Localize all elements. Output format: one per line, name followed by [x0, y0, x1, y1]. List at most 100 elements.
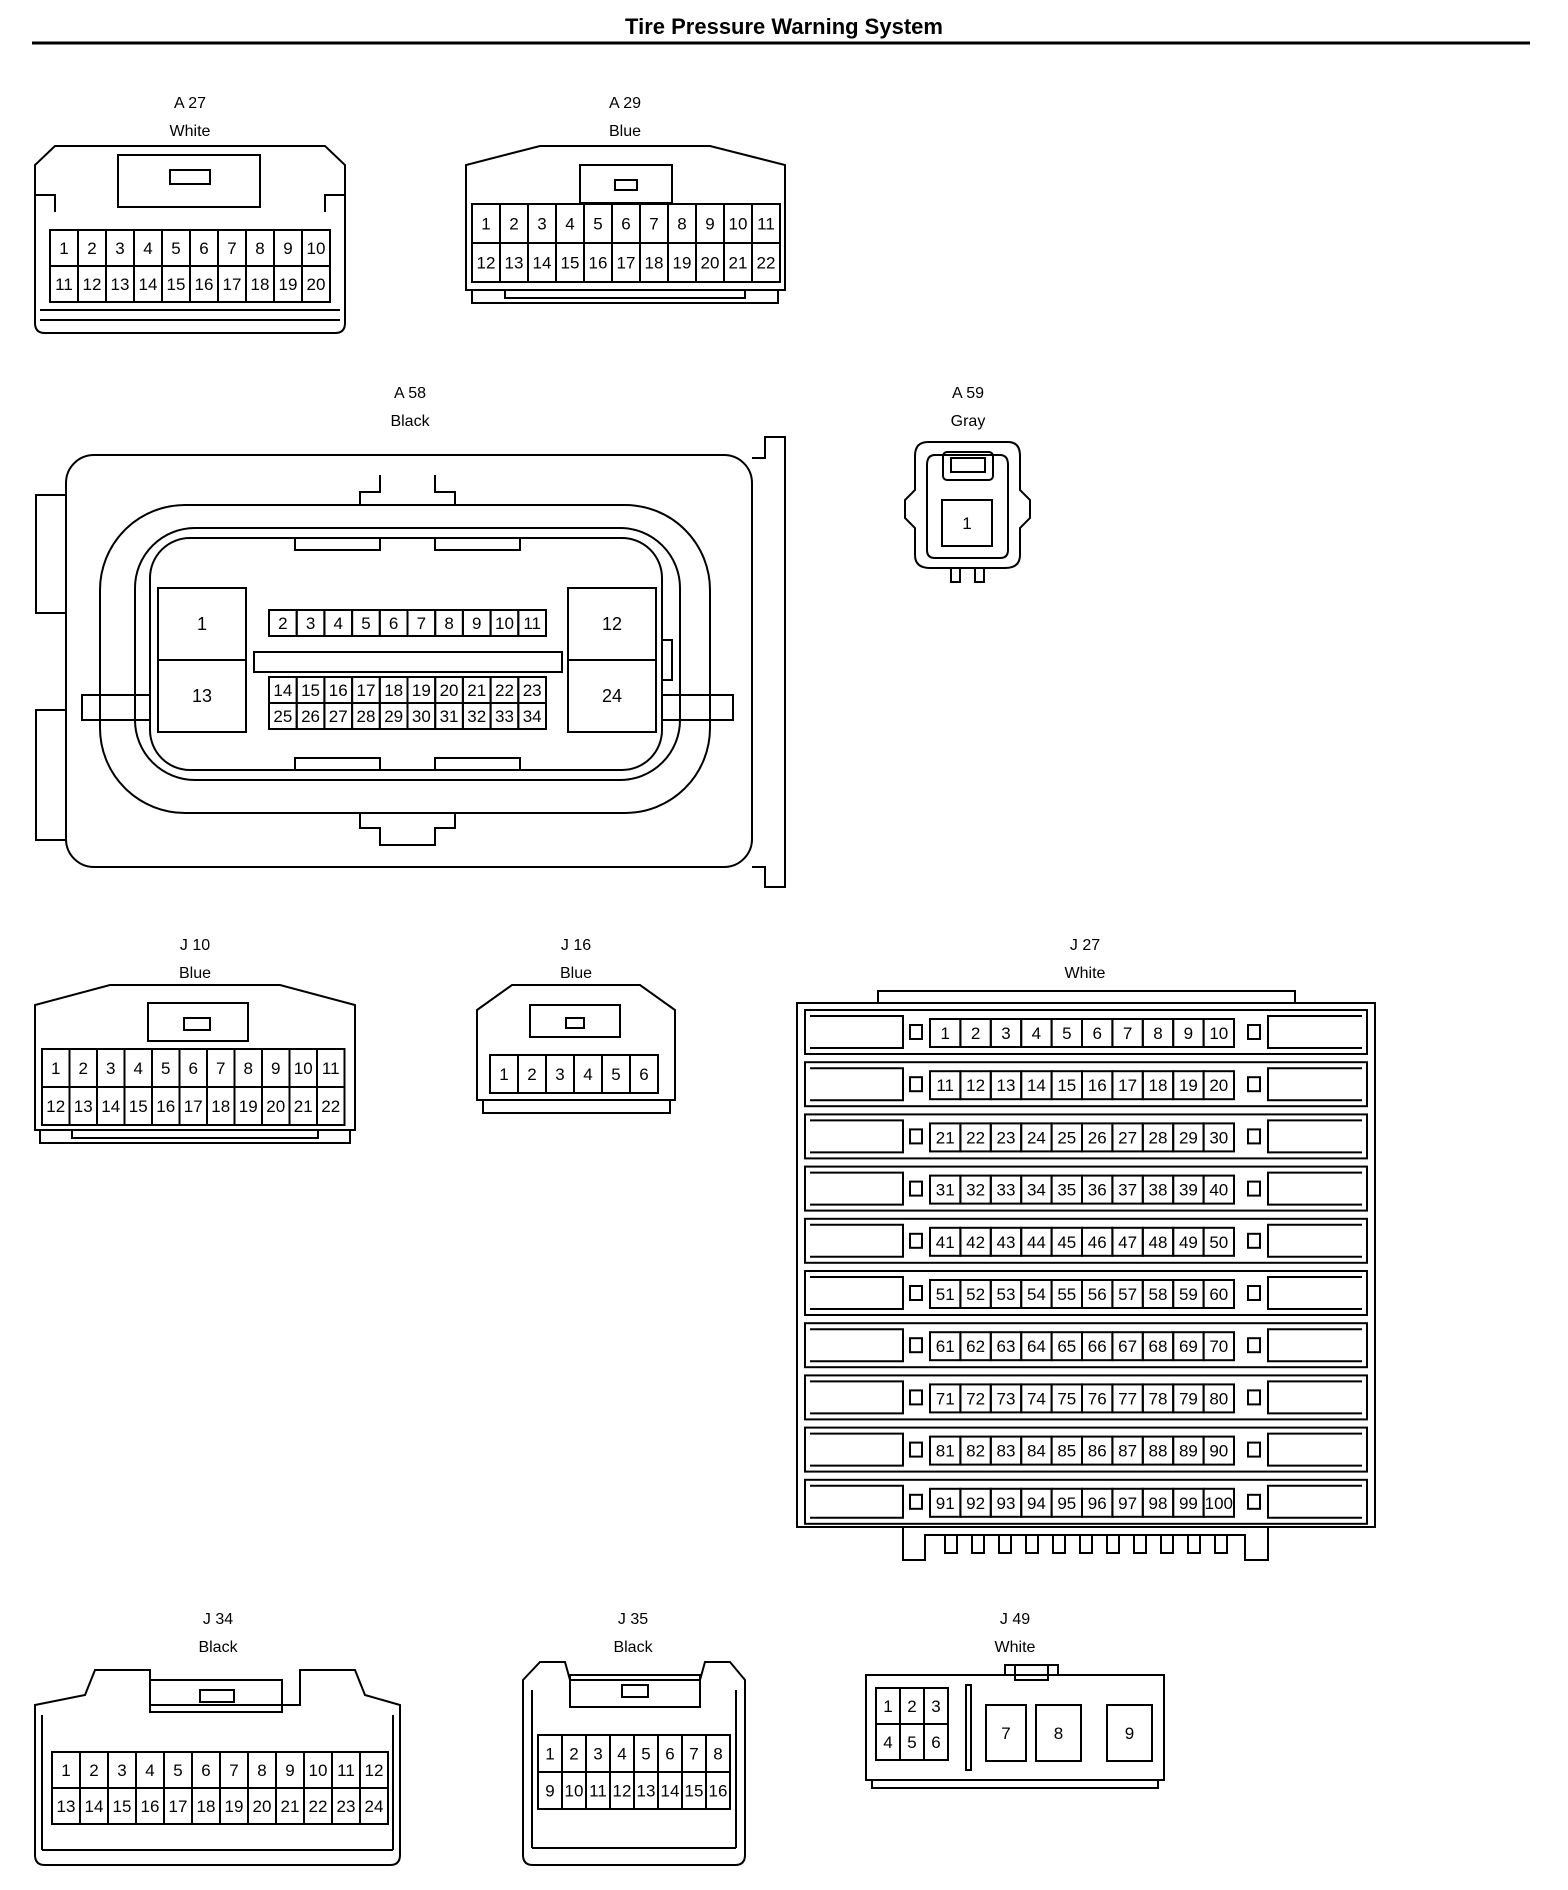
pin-cell: 8	[434, 609, 464, 637]
pin-number: 3	[115, 239, 124, 258]
pin-cell: 10	[489, 609, 520, 637]
pin-cell: 33	[489, 702, 520, 730]
slot-left-latch	[810, 1119, 904, 1154]
pin-cell: 13	[157, 659, 247, 733]
pin-number: 15	[561, 254, 580, 273]
pin-number: 8	[1153, 1024, 1162, 1043]
pin-number: 52	[966, 1285, 985, 1304]
pin-box	[1202, 1122, 1235, 1153]
pin-number: 74	[1027, 1389, 1046, 1408]
pin-box	[985, 1704, 1027, 1762]
pin-number: 1	[940, 1024, 949, 1043]
pin-number: 57	[1118, 1285, 1137, 1304]
pin-cell: 16	[189, 265, 219, 303]
pin-cell: 11	[49, 265, 79, 303]
pin-cell: 24	[1020, 1122, 1053, 1153]
slot-right-key	[1247, 1441, 1261, 1458]
slot-right-latch	[1267, 1432, 1362, 1467]
pin-cell: 1	[471, 203, 501, 244]
pin-cell: 40	[1202, 1174, 1235, 1205]
pin-number: 84	[1027, 1442, 1046, 1461]
housing-bottom-rail	[482, 1100, 671, 1114]
pin-box	[923, 1723, 949, 1761]
pin-number: 27	[329, 707, 348, 726]
housing-divider-left	[965, 1684, 972, 1771]
pin-number: 23	[337, 1797, 356, 1816]
pin-cell: 13	[989, 1070, 1023, 1101]
pin-cell: 11	[929, 1070, 962, 1101]
pin-cell: 12	[77, 265, 107, 303]
pin-number: 76	[1088, 1389, 1107, 1408]
pin-number: 88	[1149, 1442, 1168, 1461]
pin-number: 3	[931, 1697, 940, 1716]
pin-number: 77	[1118, 1389, 1137, 1408]
pin-number: 56	[1088, 1285, 1107, 1304]
connector-id: A 27	[174, 95, 206, 112]
pin-number: 12	[365, 1761, 384, 1780]
housing-top-rail	[877, 990, 1296, 1003]
pin-cell: 3	[527, 203, 557, 244]
pin-cell: 22	[316, 1086, 346, 1126]
pin-number: 40	[1209, 1181, 1228, 1200]
housing-inner-cavity	[134, 527, 681, 781]
pin-cell: 29	[378, 702, 409, 730]
pin-number: 8	[677, 215, 686, 234]
pin-number: 22	[966, 1128, 985, 1147]
pin-number: 19	[239, 1097, 258, 1116]
pin-number: 3	[106, 1059, 115, 1078]
housing-left-tabs	[35, 494, 66, 841]
pin-cell: 45	[1050, 1226, 1083, 1257]
pin-number: 4	[134, 1059, 143, 1078]
pin-number: 16	[156, 1097, 175, 1116]
pin-number: 78	[1149, 1389, 1168, 1408]
pin-cell: 32	[959, 1174, 992, 1205]
pin-cell: 19	[667, 242, 697, 283]
pin-number: 13	[74, 1097, 93, 1116]
pin-number: 8	[244, 1059, 253, 1078]
pin-box	[1202, 1174, 1235, 1205]
pin-number: 79	[1179, 1389, 1198, 1408]
pin-number: 35	[1057, 1181, 1076, 1200]
connector-j16: J 16 Blue	[476, 937, 676, 1114]
pin-box	[1202, 1383, 1235, 1414]
pin-box	[359, 1787, 389, 1825]
pin-number: 30	[412, 707, 431, 726]
pin-number: 9	[545, 1782, 554, 1801]
pin-number: 82	[966, 1442, 985, 1461]
pin-cell: 69	[1172, 1331, 1205, 1362]
pin-number: 21	[936, 1128, 955, 1147]
pin-box	[1035, 1704, 1082, 1762]
pin-cell: 49	[1172, 1226, 1205, 1257]
pin-cell: 7	[217, 229, 247, 267]
connector-housing	[522, 1661, 746, 1866]
pin-cell: 19	[219, 1787, 249, 1825]
pin-cell: 64	[1020, 1331, 1053, 1362]
slot-frame	[804, 1426, 1368, 1473]
pin-number: 12	[83, 275, 102, 294]
slot-left-latch	[810, 1276, 904, 1310]
pin-cell: 18	[245, 265, 275, 303]
skirt-tooth	[971, 1535, 985, 1554]
skirt-tooth	[1106, 1535, 1120, 1554]
pin-number: 12	[602, 614, 622, 634]
pin-number: 11	[523, 614, 541, 633]
pin-cell: 17	[178, 1086, 208, 1126]
pin-number: 11	[589, 1782, 607, 1801]
pin-number: 22	[757, 254, 776, 273]
pin-cell: 43	[989, 1226, 1023, 1257]
pin-number: 22	[309, 1797, 328, 1816]
pin-cell: 1	[157, 587, 247, 661]
pin-cell: 88	[1141, 1435, 1175, 1466]
housing-lock	[147, 1002, 249, 1042]
pin-number: 13	[57, 1797, 76, 1816]
pin-box	[1202, 1226, 1235, 1257]
pin-cell: 7	[206, 1048, 236, 1088]
slot-left-key	[909, 1493, 923, 1510]
pin-number: 4	[583, 1065, 592, 1084]
pin-cell: 16	[583, 242, 613, 283]
slot-right-latch	[1267, 1067, 1362, 1102]
pin-cell: 9	[537, 1771, 563, 1810]
pin-number: 97	[1118, 1494, 1137, 1513]
pin-number: 90	[1209, 1442, 1228, 1461]
pin-number: 9	[285, 1761, 294, 1780]
